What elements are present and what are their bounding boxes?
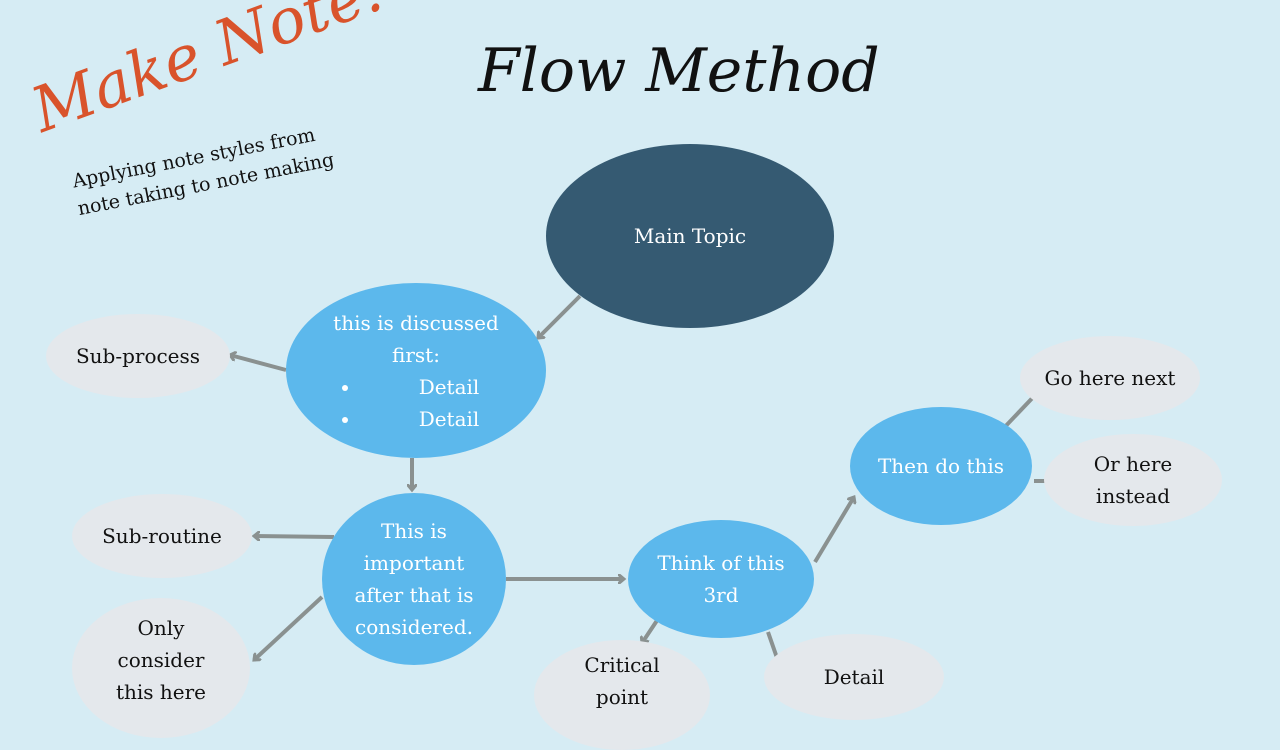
first-node-line-2: first: — [392, 342, 440, 367]
third-node: Think of this 3rd — [628, 520, 814, 638]
sub-process-label: Sub-process — [75, 344, 201, 368]
third-label: Think of this 3rd — [657, 551, 785, 607]
critical-point-label: Critical point — [584, 653, 660, 709]
arrow-important-to-only — [254, 595, 324, 660]
go-next-node: Go here next — [1020, 336, 1200, 420]
bullet-text: Detail — [418, 406, 480, 431]
arrow-third-to-thendo — [813, 497, 854, 564]
detail-node: Detail — [764, 634, 944, 720]
arrow-first-to-subprocess — [230, 355, 287, 372]
only-consider-label: Only consider this here — [115, 616, 207, 704]
go-next-label: Go here next — [1044, 366, 1176, 390]
then-do-label: Then do this — [877, 454, 1005, 478]
first-node-bullets: Detail Detail — [353, 371, 480, 435]
important-node: This is important after that is consider… — [322, 493, 506, 665]
main-topic-label: Main Topic — [633, 224, 747, 248]
first-node: this is discussed first: Detail Detail — [286, 283, 546, 458]
sub-routine-label: Sub-routine — [102, 524, 222, 548]
only-consider-node: Only consider this here — [72, 598, 250, 738]
first-node-line-1: this is discussed — [333, 310, 499, 335]
arrow-important-to-subroutine — [254, 536, 335, 537]
important-label: This is important after that is consider… — [354, 519, 474, 639]
main-topic-node: Main Topic — [546, 144, 834, 328]
or-here-node: Or here instead — [1044, 434, 1222, 526]
sub-process-node: Sub-process — [46, 314, 230, 398]
first-node-bullet: Detail — [361, 371, 480, 403]
critical-point-node: Critical point — [534, 640, 710, 750]
bullet-text: Detail — [418, 374, 480, 399]
first-node-bullet: Detail — [361, 403, 480, 435]
then-do-node: Then do this — [850, 407, 1032, 525]
sub-routine-node: Sub-routine — [72, 494, 252, 578]
arrow-main-to-first — [538, 294, 582, 338]
page-title: Flow Method — [478, 36, 880, 106]
or-here-label: Or here instead — [1093, 452, 1173, 508]
detail-label: Detail — [823, 665, 885, 689]
